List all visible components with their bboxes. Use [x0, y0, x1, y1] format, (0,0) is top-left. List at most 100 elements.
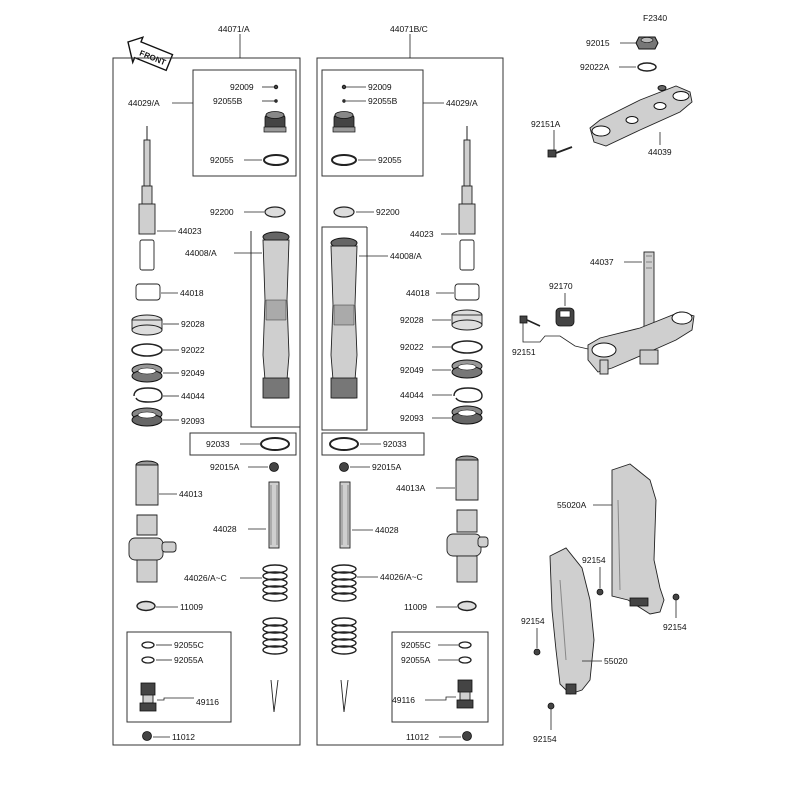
- left-nut-92015A: [269, 462, 279, 472]
- right-label-44018: 44018: [406, 288, 430, 298]
- left-label-44008: 44008/A: [185, 248, 217, 258]
- right-dust-seal-92093: [451, 405, 483, 425]
- right-label-11009: 11009: [404, 602, 427, 612]
- right-label-92028: 92028: [400, 315, 424, 325]
- stem-nut-92015: [635, 36, 659, 50]
- right-label-11012: 11012: [406, 732, 429, 742]
- left-label-11012: 11012: [172, 732, 195, 742]
- right-damper-rod: [458, 126, 476, 271]
- left-cap-box: [192, 69, 297, 177]
- right-inner-tube: [330, 237, 358, 399]
- guard-55020: [549, 547, 595, 695]
- left-dust-seal-92093: [131, 407, 163, 427]
- left-label-49116: 49116: [196, 697, 219, 707]
- left-plug-11012: [142, 731, 152, 741]
- left-cylinder-44028: [268, 481, 280, 549]
- right-label-44029: 44029/A: [446, 98, 478, 108]
- left-label-44018: 44018: [180, 288, 204, 298]
- right-label-92009: 92009: [368, 82, 392, 92]
- right-tool-mark: [340, 679, 349, 713]
- stem-lower-clamp-44037: [587, 251, 695, 375]
- upper-clamp-44039: [589, 85, 693, 147]
- right-label-92055: 92055: [378, 155, 402, 165]
- label-92154-b: 92154: [663, 622, 687, 632]
- right-label-44028: 44028: [375, 525, 399, 535]
- right-nut-92015A: [339, 462, 349, 472]
- right-label-92200: 92200: [376, 207, 400, 217]
- right-clip-44044: [453, 387, 483, 403]
- left-inner-tube: [262, 231, 290, 399]
- label-92015: 92015: [586, 38, 610, 48]
- left-fork-cap: [263, 111, 287, 133]
- left-fork-frame: [112, 57, 301, 746]
- bolt-92151: [519, 315, 541, 327]
- left-label-92049: 92049: [181, 368, 205, 378]
- right-bottom-box: [391, 631, 489, 723]
- guard-55020A: [611, 463, 665, 615]
- right-washer-92200: [333, 206, 355, 218]
- right-label-92093: 92093: [400, 413, 424, 423]
- label-92154-a: 92154: [582, 555, 606, 565]
- left-label-11009: 11009: [180, 602, 203, 612]
- label-92151: 92151: [512, 347, 536, 357]
- fork-guards: 55020A 92154 92154 92154 55020 92154: [521, 463, 687, 744]
- right-washer-92022: [451, 340, 483, 354]
- left-damper-rod: [138, 126, 156, 271]
- right-oring-92055: [331, 154, 357, 166]
- right-oil-seal-92049: [451, 359, 483, 379]
- right-plug-11012: [462, 731, 472, 741]
- left-label-44023: 44023: [178, 226, 202, 236]
- left-oring-92055: [263, 154, 289, 166]
- label-44039: 44039: [648, 147, 672, 157]
- left-oring-92033: [260, 437, 290, 451]
- right-bushing-92028: [451, 309, 483, 331]
- left-outer-tube-44013: [128, 460, 177, 583]
- left-label-92028: 92028: [181, 319, 205, 329]
- right-oring-92033: [329, 437, 359, 451]
- label-92151A: 92151A: [531, 119, 561, 129]
- left-bolt-49116: [139, 682, 157, 712]
- right-assembly-number: 44071B/C: [390, 24, 428, 34]
- right-bushing-44018: [454, 283, 480, 301]
- left-label-92093: 92093: [181, 416, 205, 426]
- left-fork-assembly: 44071/A 92009 92055B 92055 44029/A 44023: [112, 24, 301, 746]
- right-label-44013A: 44013A: [396, 483, 426, 493]
- right-fork-cap: [332, 111, 356, 133]
- right-label-44044: 44044: [400, 390, 424, 400]
- left-label-92009: 92009: [230, 82, 254, 92]
- right-label-44023: 44023: [410, 229, 434, 239]
- figure-code: F2340: [643, 13, 667, 23]
- right-label-49116: 49116: [392, 695, 415, 705]
- right-cap-box: [321, 69, 424, 177]
- left-clip-44044: [133, 387, 163, 403]
- right-label-92049: 92049: [400, 365, 424, 375]
- left-label-92022: 92022: [181, 345, 205, 355]
- right-label-44026: 44026/A~C: [380, 572, 423, 582]
- washer-92022A: [637, 62, 657, 72]
- left-label-44013: 44013: [179, 489, 203, 499]
- right-fork-assembly: 44071B/C 92009 92055B 92055 44029/A 4402…: [316, 24, 504, 746]
- right-label-92033: 92033: [383, 439, 407, 449]
- left-label-92015A: 92015A: [210, 462, 240, 472]
- right-label-92022: 92022: [400, 342, 424, 352]
- left-label-92200: 92200: [210, 207, 234, 217]
- label-92154-d: 92154: [533, 734, 557, 744]
- left-bottom-box: [126, 631, 232, 723]
- front-direction-badge: FRONT: [127, 36, 174, 72]
- left-bushing-44018: [135, 283, 161, 301]
- left-gasket-11009: [136, 600, 156, 612]
- left-bushing-92028: [131, 314, 163, 336]
- left-label-92055: 92055: [210, 155, 234, 165]
- clamp-92170: [555, 307, 575, 327]
- left-label-44028: 44028: [213, 524, 237, 534]
- label-44037: 44037: [590, 257, 614, 267]
- label-92022A: 92022A: [580, 62, 610, 72]
- right-spring-44026: [331, 564, 357, 655]
- right-cylinder-44028: [339, 481, 351, 549]
- left-label-44029: 44029/A: [128, 98, 160, 108]
- left-label-44044: 44044: [181, 391, 205, 401]
- left-spring-44026: [262, 564, 288, 655]
- right-label-92055A: 92055A: [401, 655, 431, 665]
- left-washer-92022: [131, 343, 163, 357]
